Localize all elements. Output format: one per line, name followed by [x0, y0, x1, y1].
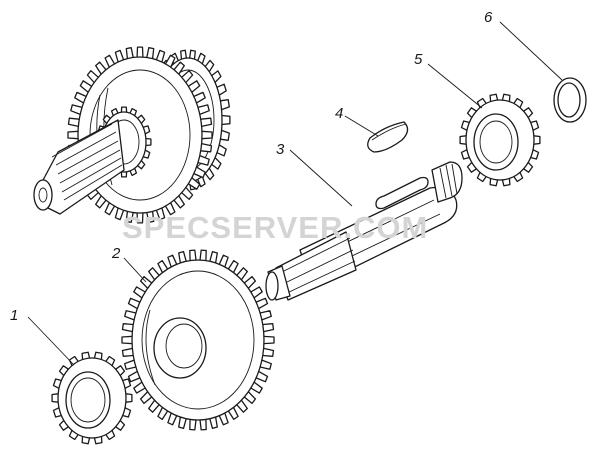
main-shaft	[265, 161, 463, 301]
callout-number-6: 6	[484, 9, 493, 26]
callout-number-5: 5	[414, 51, 423, 68]
callout-6: 6	[484, 9, 563, 81]
snap-ring-part-6	[553, 77, 587, 123]
callout-number-3: 3	[276, 141, 285, 158]
woodruff-key-part-4	[367, 121, 409, 153]
ring-part-1	[51, 351, 133, 445]
gear-part-2	[121, 249, 275, 431]
callout-1: 1	[10, 307, 75, 366]
callout-number-1: 1	[10, 307, 18, 324]
input-shaft-gear-assembly	[33, 46, 231, 224]
watermark-text: SPECSERVER.COM	[122, 210, 428, 245]
callout-3: 3	[276, 141, 353, 207]
callout-2: 2	[111, 245, 147, 283]
callout-number-4: 4	[335, 105, 343, 122]
callout-number-2: 2	[111, 245, 121, 262]
callout-4: 4	[335, 105, 379, 137]
splined-input-shaft	[33, 119, 125, 215]
callout-5: 5	[414, 51, 483, 109]
ring-part-5	[459, 93, 541, 187]
